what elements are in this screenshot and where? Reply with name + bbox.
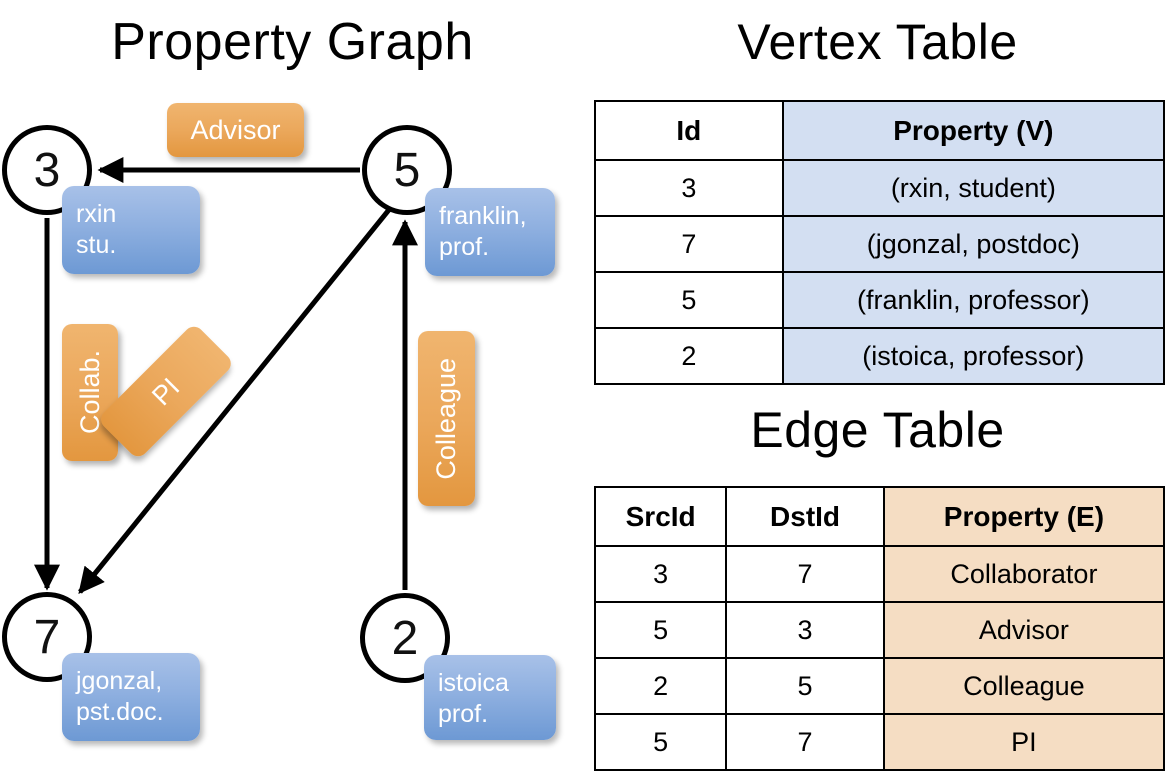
node-property-line-1: franklin, <box>439 202 527 230</box>
cell-property: Colleague <box>882 657 1166 715</box>
table-row: 5 7 PI <box>593 713 1166 771</box>
cell-property: Advisor <box>882 601 1166 659</box>
page-title-edge-table: Edge Table <box>750 402 1005 458</box>
table-row: 5 3 Advisor <box>593 601 1166 659</box>
edge-label-collab: Collab. <box>62 324 118 461</box>
table-row: 3 (rxin, student) <box>594 159 1166 217</box>
edge-label-text: Advisor <box>190 114 281 145</box>
edge-label-text: Colleague <box>431 357 461 480</box>
node-property-box-2: istoica prof. <box>424 655 556 740</box>
cell-property: (istoica, professor) <box>781 327 1166 385</box>
column-header-srcid: SrcId <box>593 486 728 547</box>
graph-node-2[interactable]: 2 <box>360 593 450 683</box>
graph-edges-svg <box>34 157 418 595</box>
table-header-row: Id Property (V) <box>594 100 1166 161</box>
edge-5-to-7 <box>78 204 394 595</box>
cell-srcid: 2 <box>593 657 728 715</box>
cell-dstid: 7 <box>725 713 885 771</box>
cell-property: Collaborator <box>882 545 1166 603</box>
table-header-row: SrcId DstId Property (E) <box>593 486 1166 547</box>
table-row: 7 (jgonzal, postdoc) <box>594 215 1166 273</box>
table-row: 5 (franklin, professor) <box>594 271 1166 329</box>
cell-srcid: 5 <box>593 601 728 659</box>
property-graph-diagram: 3 5 7 2 rxin stu. franklin, prof. jgonza… <box>0 0 585 760</box>
cell-srcid: 3 <box>593 545 728 603</box>
edge-label-advisor: Advisor <box>167 103 304 157</box>
cell-id: 7 <box>594 215 784 273</box>
column-header-id: Id <box>594 100 784 161</box>
cell-property: (franklin, professor) <box>781 271 1166 329</box>
cell-id: 5 <box>594 271 784 329</box>
node-property-line-1: jgonzal, <box>76 667 163 695</box>
node-property-box-7: jgonzal, pst.doc. <box>62 653 200 741</box>
cell-dstid: 3 <box>725 601 885 659</box>
node-property-line-1: rxin <box>76 200 117 228</box>
cell-dstid: 5 <box>725 657 885 715</box>
page-title-vertex-table: Vertex Table <box>737 14 1018 70</box>
column-header-property-v: Property (V) <box>781 100 1166 161</box>
edge-label-colleague: Colleague <box>418 331 475 506</box>
table-row: 2 5 Colleague <box>593 657 1166 715</box>
cell-id: 3 <box>594 159 784 217</box>
edge-label-text: PI <box>146 371 186 411</box>
cell-id: 2 <box>594 327 784 385</box>
node-property-box-5: franklin, prof. <box>425 188 555 276</box>
table-row: 2 (istoica, professor) <box>594 327 1166 385</box>
column-header-dstid: DstId <box>725 486 885 547</box>
edge-table: SrcId DstId Property (E) 3 7 Collaborato… <box>593 486 1166 771</box>
node-property-line-1: istoica <box>438 669 509 697</box>
node-property-line-2: stu. <box>76 231 117 259</box>
graph-node-5[interactable]: 5 <box>362 125 452 215</box>
cell-property: (rxin, student) <box>781 159 1166 217</box>
cell-property: PI <box>882 713 1166 771</box>
vertex-table: Id Property (V) 3 (rxin, student) 7 (jgo… <box>594 100 1166 385</box>
node-property-line-2: pst.doc. <box>76 698 164 726</box>
table-row: 3 7 Collaborator <box>593 545 1166 603</box>
cell-srcid: 5 <box>593 713 728 771</box>
page-title-property-graph: Property Graph <box>111 13 474 71</box>
node-property-line-2: prof. <box>438 700 489 728</box>
cell-dstid: 7 <box>725 545 885 603</box>
column-header-property-e: Property (E) <box>882 486 1166 547</box>
node-property-box-3: rxin stu. <box>62 186 200 274</box>
node-property-line-2: prof. <box>439 233 490 261</box>
cell-property: (jgonzal, postdoc) <box>781 215 1166 273</box>
